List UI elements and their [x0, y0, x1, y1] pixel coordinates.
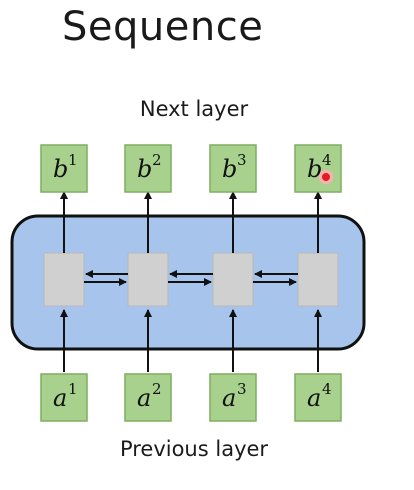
slide-title: Sequence — [62, 4, 264, 50]
next-layer-label: Next layer — [139, 97, 249, 121]
output-vector-b1-superscript: 1 — [68, 151, 78, 169]
output-vector-b2-symbol: b — [137, 155, 152, 183]
input-vector-a4-superscript: 4 — [322, 380, 332, 398]
previous-layer-label: Previous layer — [119, 437, 269, 461]
input-vector-a2-superscript: 2 — [152, 380, 162, 398]
output-vector-b3-symbol: b — [222, 155, 237, 183]
attention-cell-4 — [297, 252, 339, 307]
attention-cell-3 — [212, 252, 254, 307]
input-vector-a1-superscript: 1 — [68, 380, 78, 398]
input-vector-a3-superscript: 3 — [237, 380, 247, 398]
output-vector-b1-symbol: b — [53, 155, 68, 183]
output-vector-b3-superscript: 3 — [237, 151, 247, 169]
input-vector-a2-symbol: a — [137, 384, 151, 412]
attention-cell-1 — [43, 252, 85, 307]
input-vector-a1-symbol: a — [53, 384, 67, 412]
laser-pointer-icon — [319, 170, 333, 184]
output-vector-b4-superscript: 4 — [322, 151, 332, 169]
attention-cell-2 — [127, 252, 169, 307]
output-vector-b4-symbol: b — [307, 155, 322, 183]
output-vector-b2-superscript: 2 — [152, 151, 162, 169]
input-vector-a4-symbol: a — [307, 384, 321, 412]
input-vector-a3-symbol: a — [222, 384, 236, 412]
